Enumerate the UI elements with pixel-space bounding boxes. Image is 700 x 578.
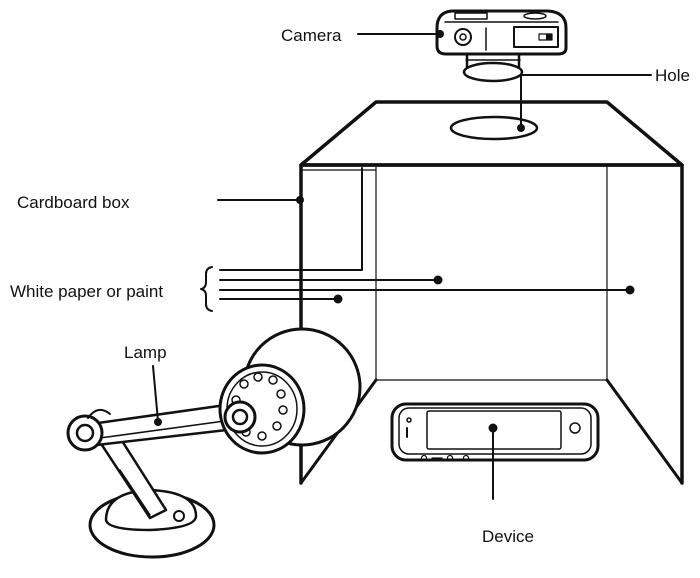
cardboard-box <box>299 100 684 485</box>
cardboard-box-label: Cardboard box <box>17 193 130 212</box>
hole-label: Hole <box>655 66 690 85</box>
device <box>390 402 600 462</box>
leader-lines <box>152 30 652 500</box>
lamp-label: Lamp <box>124 343 167 362</box>
hole <box>449 115 539 141</box>
camera <box>435 9 568 83</box>
lamp <box>66 327 362 559</box>
device-label: Device <box>482 527 534 546</box>
camera-label: Camera <box>281 26 342 45</box>
white-paper-label: White paper or paint <box>10 282 164 301</box>
